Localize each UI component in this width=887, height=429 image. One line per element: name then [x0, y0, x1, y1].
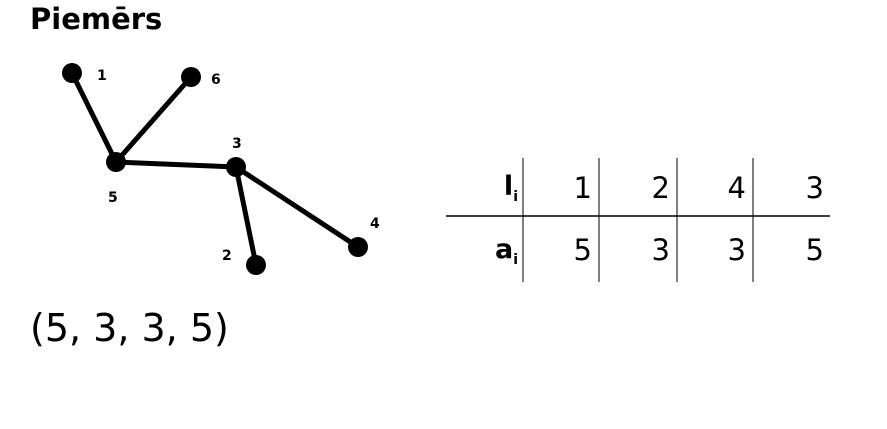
tree-edge-3-2 — [233, 164, 259, 268]
tree-edge-3-4 — [233, 164, 361, 250]
table-cell: 2 — [651, 171, 670, 205]
page-title: Piemērs — [30, 2, 163, 36]
row-head-a: ai — [494, 234, 518, 268]
table-cell: 1 — [573, 171, 592, 205]
tree-node-label-4: 4 — [370, 216, 380, 232]
sequence-table: li 1 2 4 3 ai 5 3 3 5 — [446, 156, 830, 286]
tree-diagram: 1 6 3 5 4 2 — [62, 63, 380, 275]
table-cell: 4 — [727, 171, 746, 205]
tree-edge-6-5 — [113, 74, 194, 165]
tree-node-3 — [226, 157, 246, 177]
tree-node-2 — [246, 255, 266, 275]
tree-node-label-6: 6 — [211, 72, 221, 88]
tree-node-label-3: 3 — [232, 136, 242, 152]
tree-node-label-5: 5 — [108, 190, 118, 206]
tree-edge-1-5 — [69, 70, 119, 165]
row-head-l: li — [503, 171, 518, 205]
table-cell: 3 — [805, 171, 824, 205]
tree-node-1 — [62, 63, 82, 83]
table-cell: 3 — [651, 233, 670, 267]
tree-node-label-2: 2 — [222, 248, 232, 264]
tree-node-5 — [106, 152, 126, 172]
table-cell: 5 — [805, 233, 824, 267]
tree-node-4 — [348, 237, 368, 257]
table-cell: 3 — [727, 233, 746, 267]
table-cell: 5 — [573, 233, 592, 267]
sequence-result: (5, 3, 3, 5) — [30, 306, 229, 350]
tree-node-label-1: 1 — [97, 68, 107, 84]
table-grid — [446, 158, 830, 282]
tree-edge-5-3 — [113, 159, 239, 170]
tree-node-6 — [181, 67, 201, 87]
